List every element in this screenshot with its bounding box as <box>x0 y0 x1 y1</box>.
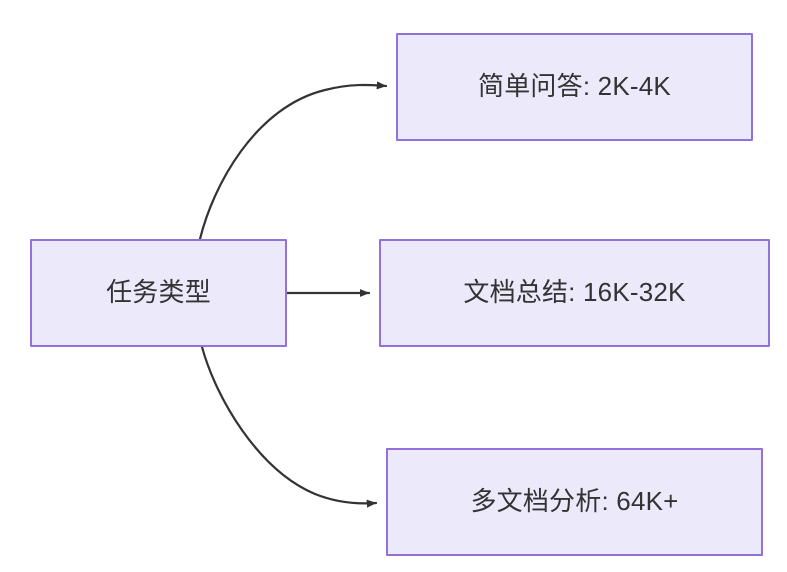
edge-root-to-multi-doc <box>200 345 378 508</box>
node-doc-summary-label: 文档总结: 16K-32K <box>463 277 686 308</box>
node-multi-doc-analysis[interactable]: 多文档分析: 64K+ <box>386 448 763 556</box>
node-task-type-label: 任务类型 <box>106 277 211 308</box>
node-task-type[interactable]: 任务类型 <box>30 239 287 347</box>
node-doc-summary[interactable]: 文档总结: 16K-32K <box>379 239 770 347</box>
edge-root-to-simple-qa <box>198 81 388 241</box>
node-multi-doc-analysis-label: 多文档分析: 64K+ <box>470 486 679 517</box>
node-simple-qa[interactable]: 简单问答: 2K-4K <box>396 33 753 141</box>
node-simple-qa-label: 简单问答: 2K-4K <box>478 71 671 102</box>
